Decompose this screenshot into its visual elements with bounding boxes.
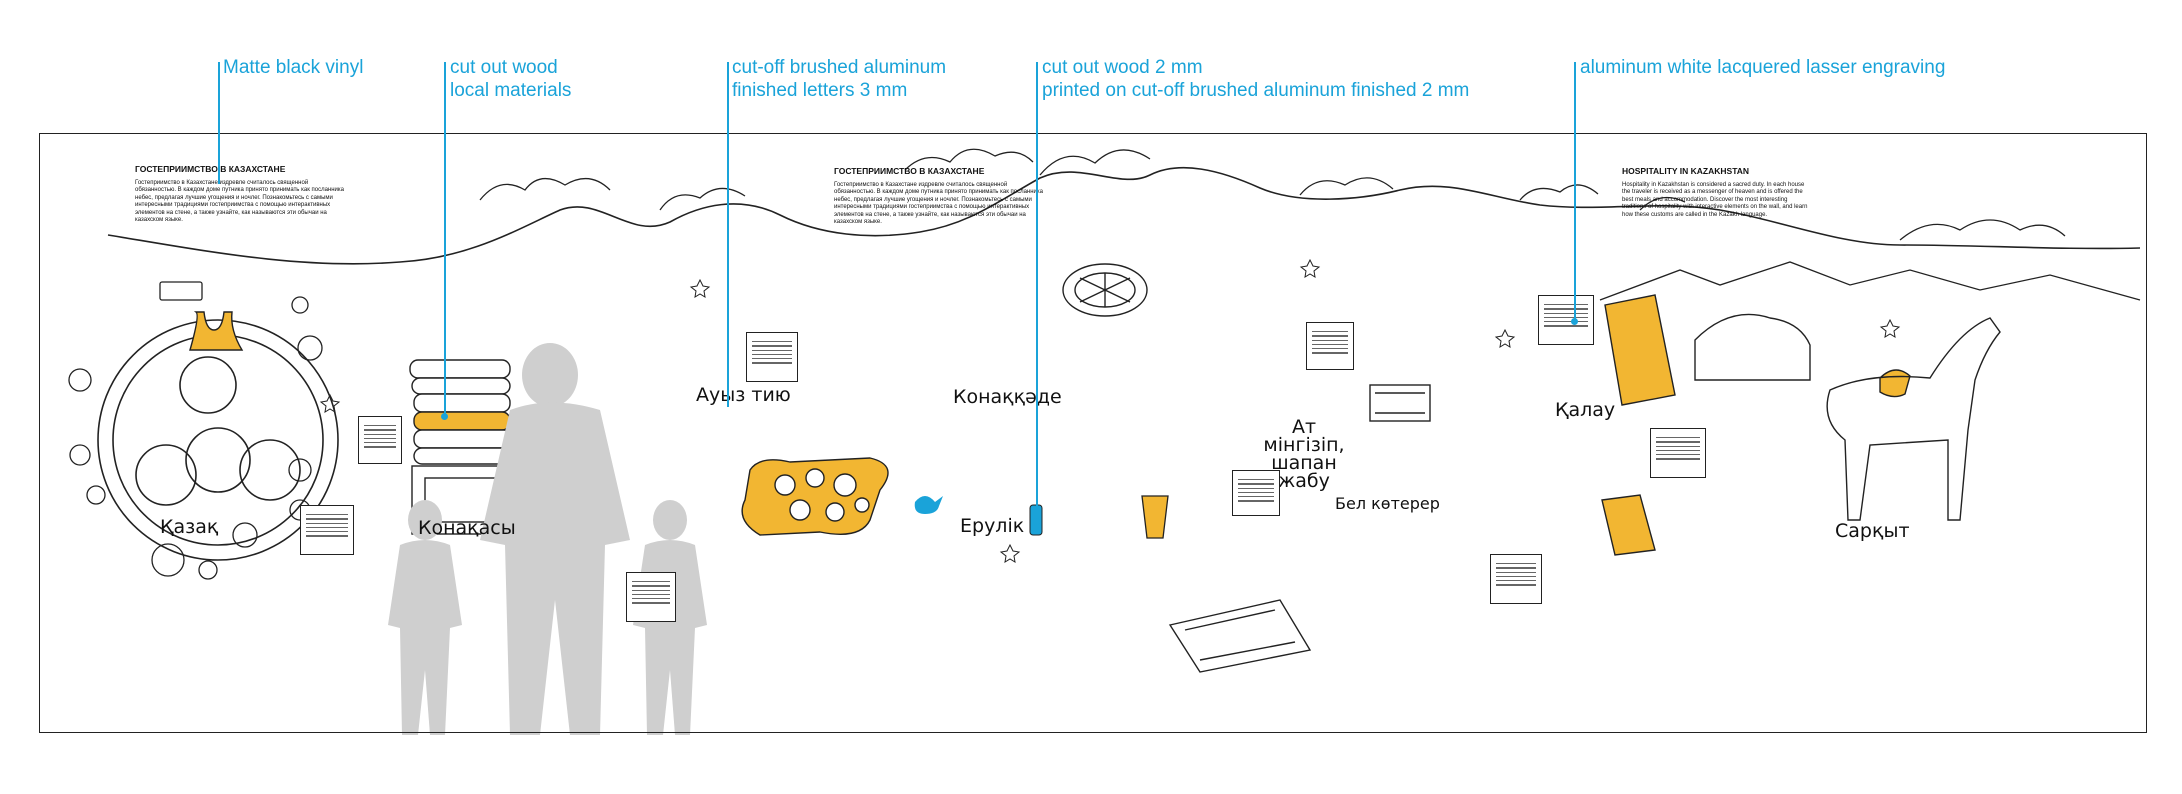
- callout-line: cut out wood 2 mm: [1042, 57, 1203, 78]
- intro-heading: HOSPITALITY IN KAZAKHSTAN: [1622, 166, 1750, 176]
- cloud-puffs: [479, 148, 2066, 241]
- medallion-kazak: [97, 319, 339, 561]
- label-at-mingizip-line1: Ат мінгізіп,: [1263, 416, 1345, 456]
- ornament-chest: [1369, 384, 1431, 422]
- intro-panel-ru-1: ГОСТЕПРИИМСТВО В КАЗАХСТАНЕ Гостеприимст…: [135, 164, 345, 224]
- label-at-mingizip-line3: жабу: [1278, 470, 1330, 492]
- callout-line: cut-off brushed aluminum: [732, 57, 947, 78]
- stars: [319, 258, 1901, 563]
- mountains: [1599, 261, 2141, 301]
- visitor-silhouettes: [388, 343, 707, 735]
- label-at-mingizip-line2: шапан: [1271, 452, 1337, 474]
- label-at-mingizip: Ат мінгізіп, шапан жабу: [1254, 416, 1354, 492]
- callout-dot-4: [1033, 518, 1040, 525]
- intro-body: Гостеприимство в Казахстане издревле счи…: [135, 180, 344, 224]
- info-box: [1232, 470, 1280, 516]
- callout-wood-local: cut out wood local materials: [450, 56, 571, 102]
- yellow-cup: [1141, 495, 1169, 539]
- info-box: [626, 572, 676, 622]
- callout-leader-1: [218, 62, 220, 184]
- callout-leader-4: [1036, 62, 1038, 522]
- intro-panel-en: HOSPITALITY IN KAZAKHSTAN Hospitality in…: [1622, 166, 1812, 219]
- callout-line: cut out wood: [450, 57, 558, 78]
- rug: [1168, 599, 1312, 673]
- callout-leader-2: [444, 62, 446, 417]
- callout-leader-3: [727, 62, 729, 407]
- callout-line: Matte black vinyl: [223, 57, 364, 78]
- intro-panel-ru-2: ГОСТЕПРИИМСТВО В КАЗАХСТАНЕ Гостеприимст…: [834, 166, 1044, 226]
- yellow-hat-kazak: [189, 311, 244, 351]
- label-bel-koterer: Бел көтерер: [1335, 494, 1440, 513]
- teapot-icon: [914, 496, 943, 514]
- cloud-horizon-line: [107, 166, 2141, 265]
- callout-line: printed on cut-off brushed aluminum fini…: [1042, 80, 1470, 101]
- callout-vinyl: Matte black vinyl: [223, 56, 363, 79]
- info-box: [1306, 322, 1354, 370]
- intro-heading: ГОСТЕПРИИМСТВО В КАЗАХСТАНЕ: [834, 166, 985, 176]
- callout-aluminum-letters: cut-off brushed aluminum finished letter…: [732, 56, 946, 102]
- shanyrak: [1062, 263, 1148, 317]
- info-box: [300, 505, 354, 555]
- horse: [1826, 317, 2001, 521]
- info-box: [1650, 428, 1706, 478]
- label-auyz-tiyu: Ауыз тию: [696, 384, 791, 406]
- yurt: [1694, 313, 1811, 381]
- info-box: [746, 332, 798, 382]
- yellow-carpet: [1604, 294, 1676, 406]
- intro-heading: ГОСТЕПРИИМСТВО В КАЗАХСТАНЕ: [135, 164, 286, 174]
- callout-leader-5: [1574, 62, 1576, 322]
- callout-line: local materials: [450, 80, 572, 101]
- label-kalau: Қалау: [1555, 399, 1616, 421]
- info-box: [1490, 554, 1542, 604]
- label-konakkade: Конаққәде: [953, 386, 1062, 408]
- intro-body: Гостеприимство в Казахстане издревле счи…: [834, 182, 1043, 226]
- mural-frame: [39, 133, 2147, 733]
- callout-line: finished letters 3 mm: [732, 80, 908, 101]
- intro-body: Hospitality in Kazakhstan is considered …: [1622, 182, 1808, 218]
- label-kazak: Қазақ: [160, 516, 219, 538]
- info-box: [358, 416, 402, 464]
- feast-table: [741, 457, 889, 536]
- callout-dot-2: [441, 413, 448, 420]
- yellow-garment: [1601, 494, 1656, 556]
- info-box: [1538, 295, 1594, 345]
- callout-dot-5: [1571, 318, 1578, 325]
- label-eruik: Ерулік: [960, 515, 1025, 537]
- ornament-objects-left: [68, 281, 323, 580]
- label-konakasy: Конақасы: [418, 517, 516, 539]
- label-sarkyt: Сарқыт: [1835, 520, 1910, 542]
- callout-wood-printed: cut out wood 2 mm printed on cut-off bru…: [1042, 56, 1469, 102]
- callout-lacquered-engraving: aluminum white lacquered lasser engravin…: [1580, 56, 1945, 79]
- callout-line: aluminum white lacquered lasser engravin…: [1580, 57, 1946, 78]
